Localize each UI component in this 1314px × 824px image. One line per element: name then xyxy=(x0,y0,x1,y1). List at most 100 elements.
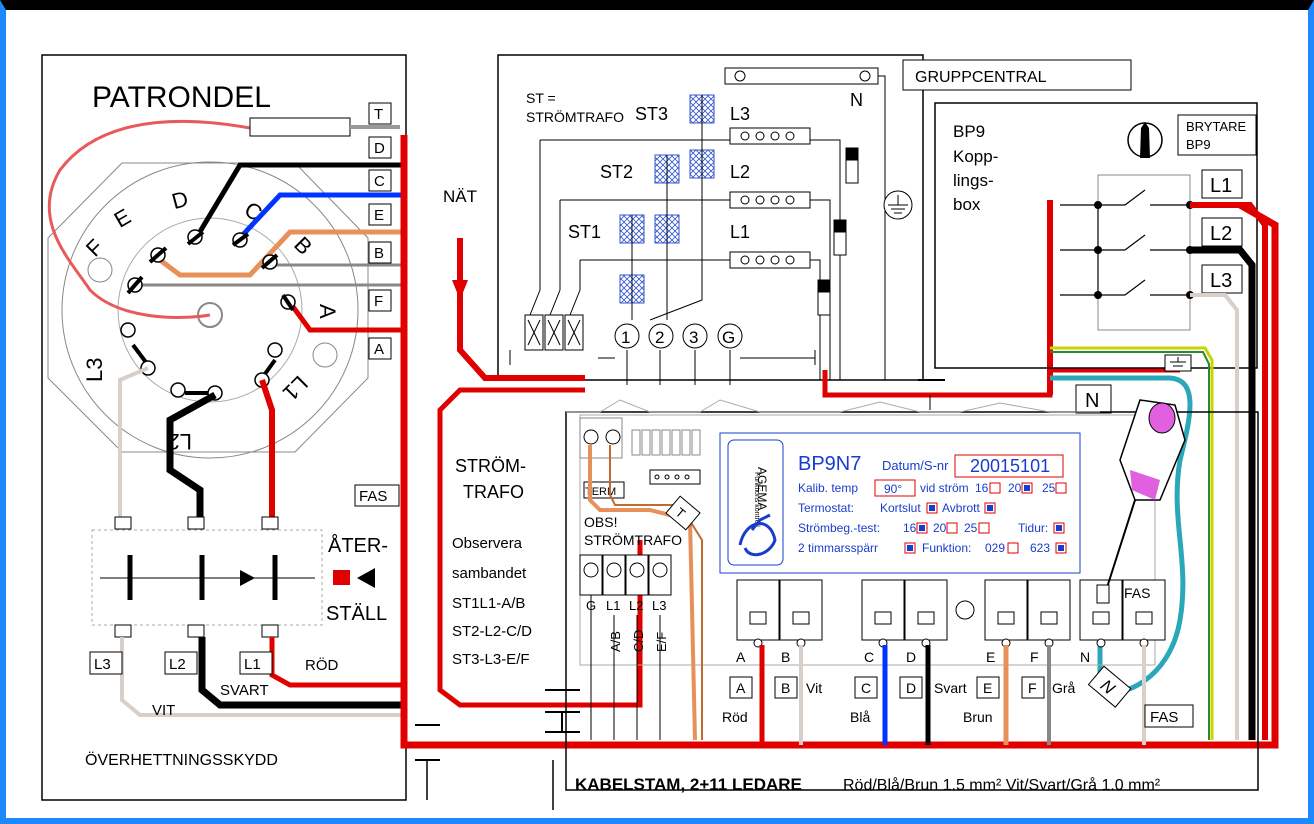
pin-label-boxes: T D C E B F A FAS xyxy=(354,102,400,507)
circ-label-l1: L1 xyxy=(278,371,313,406)
panel-v20: 20 xyxy=(1008,481,1022,495)
color-gra: Grå xyxy=(1052,680,1076,696)
circ-label-a: A xyxy=(315,304,340,319)
bp9-l2: L2 xyxy=(1210,223,1232,245)
circ-label-b: B xyxy=(289,232,317,260)
st-def-1: ST = xyxy=(526,90,556,106)
bottom-a: A xyxy=(736,649,746,665)
label-rod: RÖD xyxy=(305,656,339,674)
busbars xyxy=(729,127,811,269)
brytare-2: BP9 xyxy=(1186,137,1211,152)
circ-label-d: D xyxy=(169,186,191,214)
bp9-box xyxy=(934,102,1258,369)
svg-text:E: E xyxy=(374,207,384,224)
box-f: F xyxy=(1028,680,1037,696)
n-wire-teal xyxy=(1050,375,1193,695)
screwdriver-icon xyxy=(1096,399,1186,604)
term-3: 3 xyxy=(689,328,698,347)
panel-funktion: Funktion: xyxy=(922,541,971,555)
bp9-2: Kopp- xyxy=(953,147,998,166)
panel-serial: 20015101 xyxy=(970,456,1050,476)
color-bla: Blå xyxy=(850,709,870,725)
st3-label: ST3 xyxy=(635,104,668,124)
thermal-fuse xyxy=(249,117,351,137)
patrondel-title: PATRONDEL xyxy=(92,81,271,114)
svg-text:T: T xyxy=(374,106,383,123)
svg-text:F: F xyxy=(374,293,383,310)
panel-f029: 029 xyxy=(985,541,1005,555)
device-enclosure xyxy=(579,414,1156,666)
ater-label-2: STÄLL xyxy=(326,603,387,625)
term-2: 2 xyxy=(655,328,664,347)
panel-v25: 25 xyxy=(1042,481,1056,495)
strom-2: TRAFO xyxy=(463,482,524,502)
col-ab: A/B xyxy=(608,631,623,652)
col-cd: C/D xyxy=(631,630,646,652)
color-rod: Röd xyxy=(722,709,748,725)
panel-v16: 16 xyxy=(975,481,989,495)
bp9-4: box xyxy=(953,195,981,214)
fas-top: FAS xyxy=(1124,585,1150,601)
bp9-l3: L3 xyxy=(1210,270,1232,292)
obs-2: sambandet xyxy=(452,565,527,582)
reset-button[interactable] xyxy=(333,570,350,585)
obs-strom-1: OBS! xyxy=(584,514,617,530)
panel-datum-label: Datum/S-nr xyxy=(882,458,949,473)
lower-box xyxy=(565,411,1259,791)
st1-label: ST1 xyxy=(568,222,601,242)
obs-5: ST3-L3-E/F xyxy=(452,651,530,668)
ater-label-1: ÅTER- xyxy=(328,534,388,557)
panel-kortslut: Kortslut xyxy=(880,501,921,515)
color-vit: Vit xyxy=(806,680,822,696)
serial-box xyxy=(954,454,1064,478)
panel-f623: 623 xyxy=(1030,541,1050,555)
circ-label-f: F xyxy=(81,234,108,261)
terminal-blocks xyxy=(736,579,1166,641)
col-l2: L2 xyxy=(629,598,643,613)
wire-c-blue xyxy=(236,192,404,242)
switch-contacts xyxy=(127,555,278,600)
svg-text:B: B xyxy=(374,245,384,262)
gc-l1: L1 xyxy=(730,222,750,242)
panel-termostat: Termostat: xyxy=(798,501,854,515)
svg-text:D: D xyxy=(374,140,385,157)
st-def-2: STRÖMTRAFO xyxy=(526,108,624,125)
bottom-c: C xyxy=(864,649,874,665)
bottom-n: N xyxy=(1080,649,1090,665)
panel-kalib-label: Kalib. temp xyxy=(798,481,858,495)
col-ef: E/F xyxy=(654,632,669,652)
panel-tidur: Tidur: xyxy=(1018,521,1048,535)
panel-strombeg: Strömbeg.-test: xyxy=(798,521,880,535)
box-c: C xyxy=(861,680,871,696)
obs-strom-2: STRÖMTRAFO xyxy=(584,531,682,548)
bottom-b: B xyxy=(781,649,790,665)
gruppcentral-box xyxy=(497,54,924,381)
panel-kalib-value: 90° xyxy=(884,482,902,496)
label-vit: VIT xyxy=(152,702,175,719)
bp9-3: lings- xyxy=(953,171,994,190)
color-svart: Svart xyxy=(934,680,967,696)
term-label: TERM xyxy=(585,486,616,498)
gc-n: N xyxy=(850,90,863,110)
wire-a-red xyxy=(285,298,404,333)
gruppcentral-title: GRUPPCENTRAL xyxy=(915,69,1047,86)
label-overhettning: ÖVERHETTNINGSSKYDD xyxy=(85,751,278,769)
panel-avbrott: Avbrott xyxy=(942,501,980,515)
gc-l2: L2 xyxy=(730,162,750,182)
panel-s16: 16 xyxy=(903,521,917,535)
col-l1: L1 xyxy=(606,598,620,613)
color-brun: Brun xyxy=(963,709,993,725)
wire-d-black xyxy=(192,162,404,242)
box-e: E xyxy=(983,680,992,696)
svg-text:A: A xyxy=(374,341,384,358)
bottom-f: F xyxy=(1030,649,1039,665)
brytare-1: BRYTARE xyxy=(1186,119,1247,134)
term-1: 1 xyxy=(621,328,630,347)
bottom-e: E xyxy=(986,649,995,665)
brand-text: AGEMA xyxy=(755,467,769,510)
kabelstam-label: KABELSTAM, 2+11 LEDARE xyxy=(575,775,802,794)
obs-1: Observera xyxy=(452,535,523,552)
label-svart: SVART xyxy=(220,682,269,699)
